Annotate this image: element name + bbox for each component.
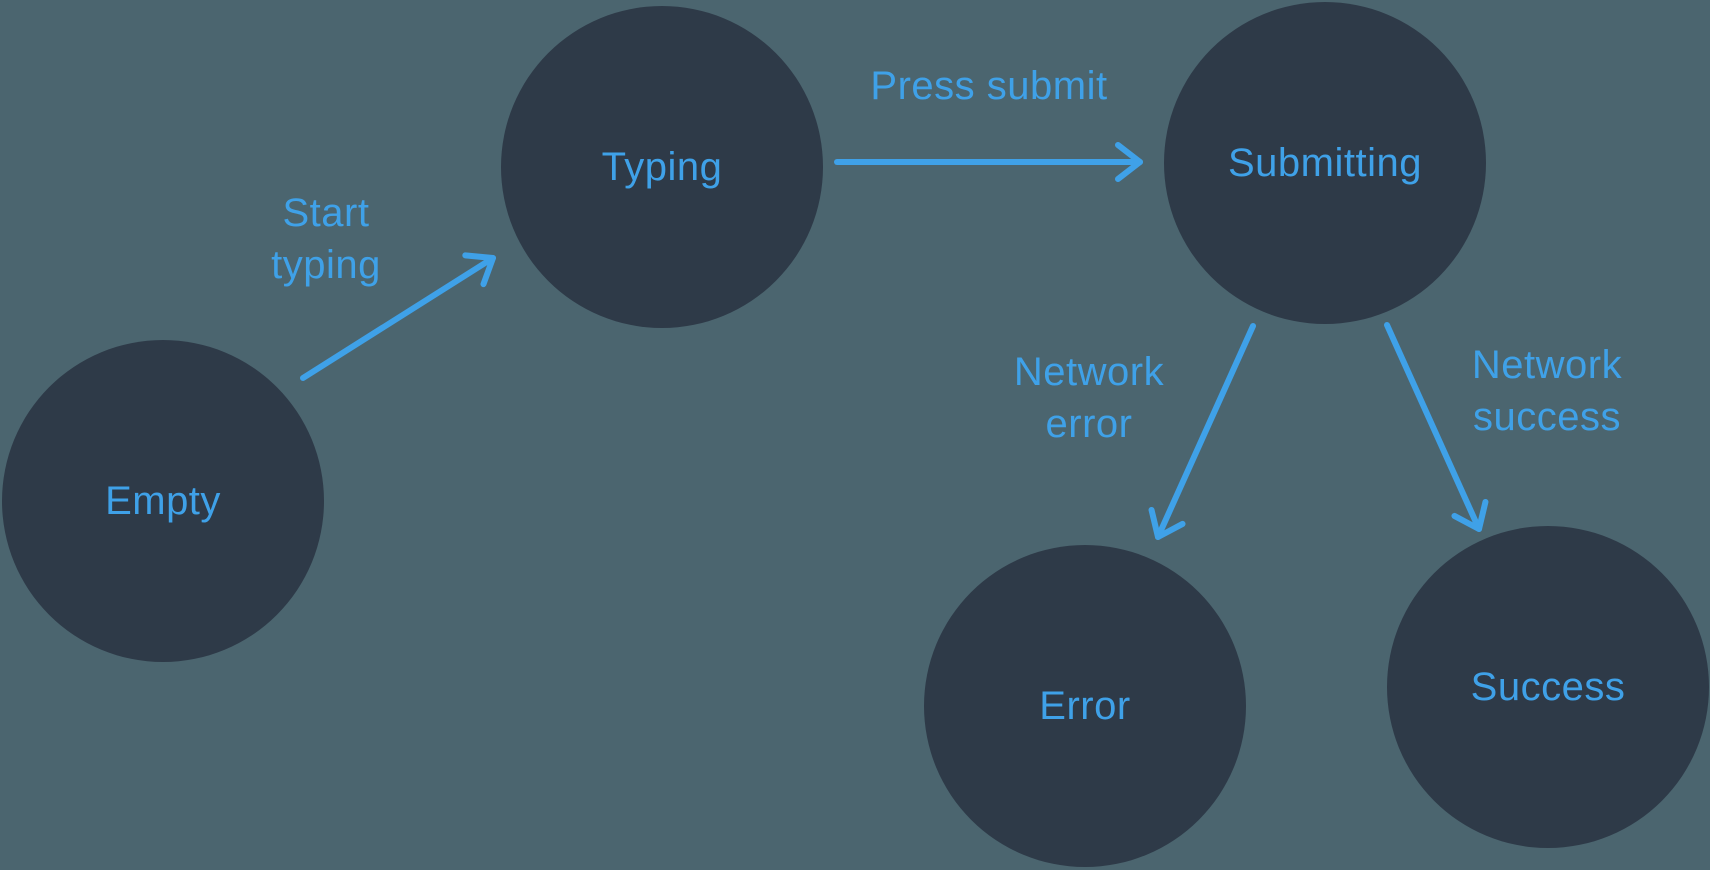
state-node-label: Submitting [1228, 140, 1422, 185]
state-node-success: Success [1387, 526, 1709, 848]
edge-label-network-success: Network success [1471, 343, 1623, 439]
edge-label-press-submit: Press submit [870, 64, 1108, 108]
state-node-typing: Typing [501, 6, 823, 328]
state-node-label: Error [1039, 683, 1131, 728]
state-node-empty: Empty [2, 340, 324, 662]
state-node-label: Empty [105, 478, 221, 523]
state-node-submitting: Submitting [1164, 2, 1486, 324]
edge-label-start-typing: Start typing [271, 191, 381, 287]
state-node-label: Typing [601, 144, 723, 189]
edge-label-network-error: Network error [1013, 350, 1165, 446]
state-node-label: Success [1470, 664, 1626, 709]
state-node-error: Error [924, 545, 1246, 867]
